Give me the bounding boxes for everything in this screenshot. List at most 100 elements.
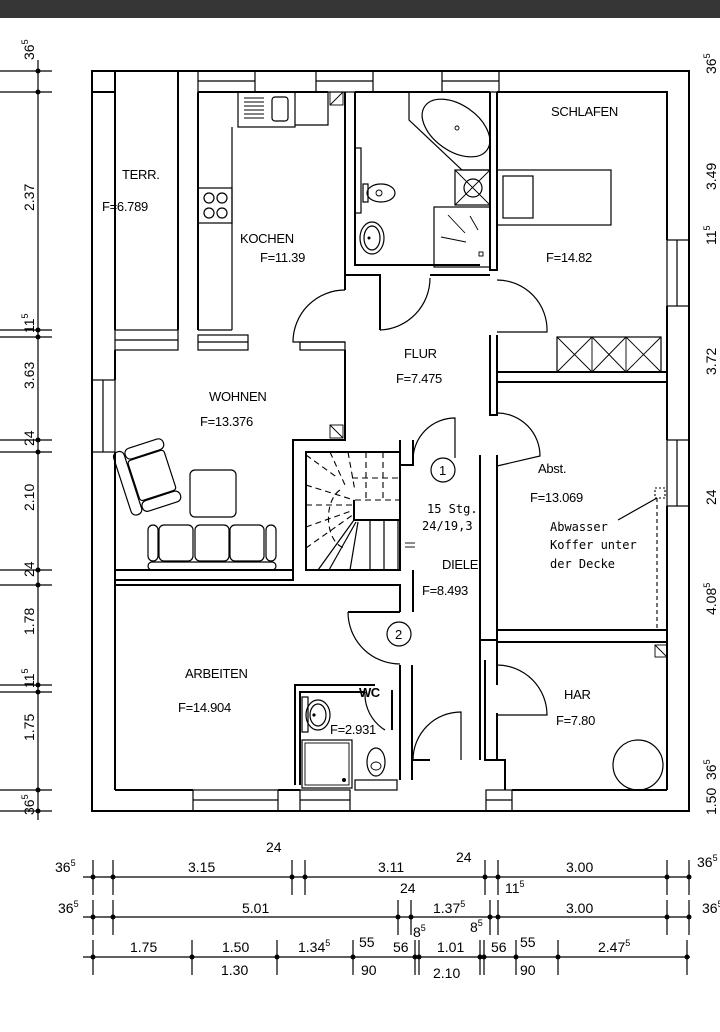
room-area-har: F=7.80 <box>556 713 595 728</box>
dimension-tick-dot <box>110 914 116 920</box>
dimension-tick-dot <box>302 874 308 880</box>
room-name-diele: DIELE <box>442 557 479 572</box>
dimension-tick-dot <box>416 954 422 960</box>
dimension-label: 3.11 <box>378 859 404 875</box>
toilet-icon <box>362 183 396 203</box>
dimension-label: 1.375 <box>433 899 465 916</box>
sink-icon <box>244 96 289 122</box>
dimension-tick-dot <box>35 787 41 793</box>
dimension-label: 365 <box>702 53 719 74</box>
sofa-icon <box>147 524 277 571</box>
dimension-tick-dot <box>686 914 692 920</box>
dimension-tick-dot <box>35 68 41 74</box>
dimension-label: 5.01 <box>242 900 269 916</box>
marker-1 <box>430 457 456 483</box>
dimension-labels: 3652.371153.63242.10241.781151.753653653… <box>20 39 720 981</box>
dimension-label: 55 <box>520 934 536 950</box>
dimension-label: 2.37 <box>21 184 37 211</box>
dimension-label: 3.49 <box>703 163 719 190</box>
dimension-label: 1.75 <box>130 939 157 955</box>
dimension-tick-dot <box>481 954 487 960</box>
dimension-label: 3.00 <box>566 859 593 875</box>
dimension-tick-dot <box>90 874 96 880</box>
dimension-tick-dot <box>495 874 501 880</box>
dimension-tick-dot <box>664 874 670 880</box>
room-name-terrace: TERR. <box>122 167 160 182</box>
dimension-tick-dot <box>110 874 116 880</box>
note-line-3: der Decke <box>550 557 615 571</box>
washbasin-icon <box>359 221 385 255</box>
dimension-label: 115 <box>20 668 37 688</box>
wc-washbasin-icon <box>301 696 331 733</box>
bed-icon <box>496 169 612 226</box>
dimension-tick-dot <box>487 914 493 920</box>
dimension-label: 24 <box>21 561 37 577</box>
room-name-wc: WC <box>359 685 381 700</box>
dimension-label: 365 <box>20 39 37 60</box>
note-line-1: Abwasser <box>550 520 608 534</box>
dimension-tick-dot <box>35 582 41 588</box>
dimension-label: 24 <box>266 839 282 855</box>
dimension-tick-dot <box>35 689 41 695</box>
doors <box>292 277 548 761</box>
tank-icon <box>612 739 664 791</box>
dimension-tick-dot <box>684 954 690 960</box>
dimension-lines <box>0 60 692 975</box>
dimension-label: 1.50 <box>222 939 249 955</box>
wc-toilet-icon <box>354 747 398 791</box>
dimension-tick-dot <box>35 327 41 333</box>
dimension-tick-dot <box>350 954 356 960</box>
dimension-tick-dot <box>35 449 41 455</box>
dimension-label: 56 <box>393 939 409 955</box>
dimension-label: 365 <box>55 858 76 875</box>
dimension-label: 24 <box>456 849 472 865</box>
dimension-label: 365 <box>697 853 718 870</box>
room-area-terrace: F=6.789 <box>102 199 148 214</box>
top-status-bar <box>0 0 720 18</box>
dimension-label: 56 <box>491 939 507 955</box>
dimension-tick-dot <box>477 954 483 960</box>
dimension-label: 1.50 <box>703 788 719 815</box>
dimension-label: 2.475 <box>598 938 630 955</box>
wardrobe-icon <box>556 336 662 373</box>
dimension-tick-dot <box>482 874 488 880</box>
staircase-icon <box>305 451 415 571</box>
room-area-hallway: F=7.475 <box>396 371 442 386</box>
dimension-label: 1.01 <box>437 939 464 955</box>
room-area-kitchen: F=11.39 <box>260 250 305 265</box>
dimension-label: 365 <box>20 794 37 815</box>
dimension-label: 1.75 <box>21 714 37 741</box>
dimension-label: 85 <box>470 918 483 935</box>
dimension-tick-dot <box>189 954 195 960</box>
dimension-label: 2.10 <box>21 484 37 511</box>
dimension-tick-dot <box>274 954 280 960</box>
marker-2-label: 2 <box>395 627 402 642</box>
armchair-icon <box>112 438 182 516</box>
dimension-label: 365 <box>702 899 720 916</box>
room-area-storage: F=13.069 <box>530 490 583 505</box>
dimension-label: 3.00 <box>566 900 593 916</box>
marker-1-label: 1 <box>439 463 446 478</box>
stair-ratio: 24/19,3 <box>422 519 473 533</box>
dimension-label: 115 <box>20 313 37 333</box>
dimension-tick-dot <box>35 334 41 340</box>
table-icon <box>189 469 237 518</box>
annotation-note: Abwasser Koffer unter der Decke <box>550 520 637 571</box>
dimension-label: 3.63 <box>21 362 37 389</box>
stair-steps: 15 Stg. <box>427 502 478 516</box>
dimension-tick-dot <box>395 914 401 920</box>
dimension-tick-dot <box>289 874 295 880</box>
dimension-label: 3.15 <box>188 859 215 875</box>
dimension-label: 115 <box>505 879 525 896</box>
room-area-office: F=14.904 <box>178 700 231 715</box>
room-name-bedroom: SCHLAFEN <box>551 104 618 119</box>
dimension-tick-dot <box>35 89 41 95</box>
dimension-tick-dot <box>35 682 41 688</box>
stair-info: 1 15 Stg. 24/19,3 2 <box>386 457 478 647</box>
room-name-har: HAR <box>564 687 591 702</box>
dimension-tick-dot <box>686 874 692 880</box>
dimension-label: 55 <box>359 934 375 950</box>
room-area-living: F=13.376 <box>200 414 253 429</box>
dimension-tick-dot <box>35 808 41 814</box>
